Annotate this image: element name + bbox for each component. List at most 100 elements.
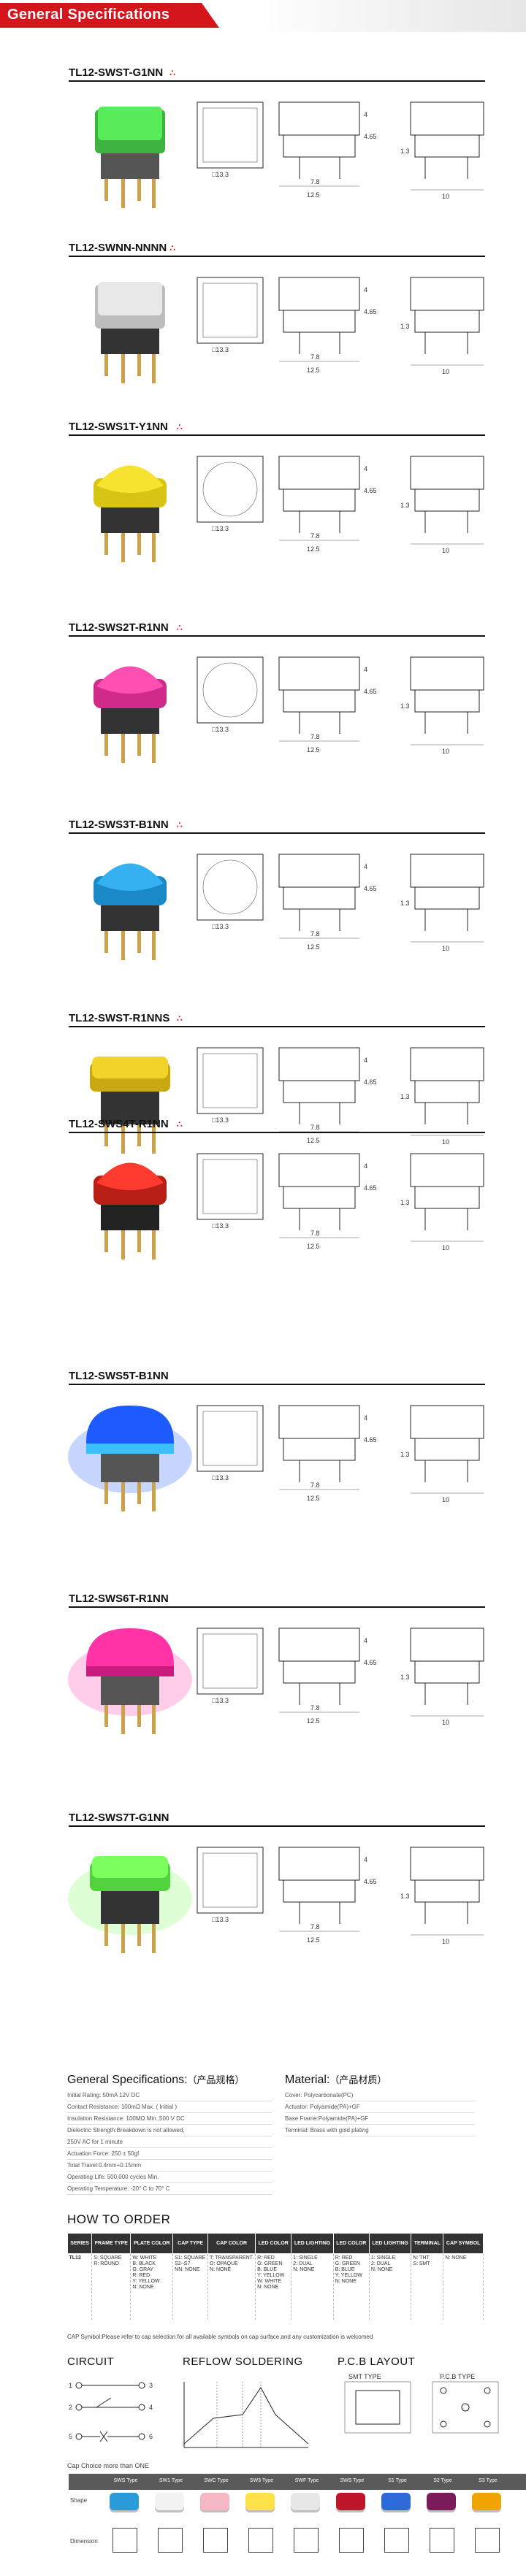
model-name: TL12-SWS5T-B1NN bbox=[69, 1370, 169, 1382]
svg-text:10: 10 bbox=[442, 547, 449, 554]
order-option: T: TRANSPARENT bbox=[210, 2255, 253, 2261]
order-header: LED COLOR bbox=[255, 2233, 292, 2254]
svg-text:4.65: 4.65 bbox=[364, 1078, 377, 1086]
svg-text:12.5: 12.5 bbox=[307, 1243, 320, 1250]
switch-photo bbox=[68, 1628, 192, 1734]
order-option: W: WHITE bbox=[132, 2255, 157, 2261]
svg-text:□13.3: □13.3 bbox=[212, 1474, 229, 1481]
page-title: General Specifications bbox=[7, 7, 170, 23]
svg-text:4: 4 bbox=[364, 863, 367, 870]
material-list: Cover: Polycarbonate(PC)Actuator: Polyam… bbox=[285, 2090, 475, 2136]
svg-text:10: 10 bbox=[442, 193, 449, 200]
dimension-drawing-4: □13.3 7.8 12.5 4.65 4 10 1.3 bbox=[197, 650, 504, 789]
svg-text:1.3: 1.3 bbox=[400, 502, 410, 509]
cap-thumbnail bbox=[245, 2493, 275, 2510]
switch-photo bbox=[94, 1162, 167, 1260]
spec-item: Total Travel:0.4mm+0.15mm bbox=[67, 2160, 272, 2171]
order-option: 2: DUAL bbox=[370, 2261, 391, 2266]
order-header: PLATE COLOR bbox=[130, 2233, 174, 2254]
svg-text:12.5: 12.5 bbox=[307, 943, 320, 951]
switch-photo-4 bbox=[64, 650, 196, 778]
order-option: Y: YELLOW bbox=[132, 2279, 160, 2284]
top-view: □13.3 bbox=[197, 1405, 264, 1481]
order-option: B: BLUE bbox=[335, 2267, 355, 2272]
cap-dimension-row-label: Dimension bbox=[70, 2538, 98, 2545]
svg-text:10: 10 bbox=[442, 1138, 449, 1146]
product-title-10: TL12-SWS7T-G1NN bbox=[69, 1811, 485, 1827]
svg-text:4: 4 bbox=[364, 465, 367, 472]
model-name: TL12-SWNN-NNNN bbox=[69, 242, 167, 254]
svg-text:7.8: 7.8 bbox=[310, 930, 320, 938]
cap-type-label: SWS Type bbox=[340, 2478, 365, 2483]
cap-choice-title: Cap Choice more than ONE bbox=[67, 2462, 150, 2469]
svg-text:6: 6 bbox=[149, 2433, 153, 2440]
svg-text:1.3: 1.3 bbox=[400, 323, 410, 330]
cap-outline-drawing bbox=[475, 2528, 500, 2553]
svg-text:□13.3: □13.3 bbox=[212, 171, 229, 178]
order-option: Y: YELLOW bbox=[257, 2273, 285, 2278]
cap-thumbnail bbox=[336, 2493, 365, 2510]
model-name: TL12-SWS2T-R1NN bbox=[69, 621, 169, 634]
dimension-drawing-5: □13.3 7.8 12.5 4.65 4 10 1.3 bbox=[197, 847, 504, 986]
model-marker: ∴ bbox=[177, 623, 183, 633]
side-view: 10 1.3 bbox=[400, 1153, 484, 1251]
order-option: N: NONE bbox=[370, 2267, 393, 2272]
cap-outline-drawing bbox=[384, 2528, 409, 2553]
cap-outline-drawing bbox=[113, 2528, 137, 2553]
svg-text:3: 3 bbox=[149, 2382, 153, 2389]
side-view: 10 1.3 bbox=[400, 456, 484, 554]
header-banner: General Specifications bbox=[0, 0, 526, 32]
order-header: CAP SYMBOL bbox=[443, 2233, 484, 2254]
cap-type-label: SW1 Type bbox=[159, 2478, 183, 2483]
cap-outline-drawing bbox=[430, 2528, 454, 2553]
switch-photo-7 bbox=[64, 1146, 196, 1274]
order-option: 2: DUAL bbox=[293, 2261, 313, 2266]
order-option: N: NONE bbox=[132, 2285, 154, 2290]
svg-text:4.65: 4.65 bbox=[364, 885, 377, 892]
side-view: 10 1.3 bbox=[400, 1847, 484, 1945]
front-view: 7.8 12.5 4.65 4 bbox=[278, 101, 377, 199]
series-cell: TL12 bbox=[67, 2253, 93, 2320]
front-view: 7.8 12.5 4.65 4 bbox=[278, 456, 377, 553]
spec-item: Insulation Resistance: 100MΩ Min.,500 V … bbox=[67, 2113, 272, 2125]
svg-text:4.65: 4.65 bbox=[364, 1878, 377, 1885]
switch-photo bbox=[95, 282, 165, 383]
model-name: TL12-SWS3T-B1NN bbox=[69, 819, 169, 831]
spec-item: Terminal: Brass with gold plating bbox=[285, 2125, 475, 2136]
cap-type-label: S2 Type bbox=[433, 2478, 452, 2483]
svg-text:□13.3: □13.3 bbox=[212, 1697, 229, 1704]
svg-text:12.5: 12.5 bbox=[307, 1936, 320, 1944]
model-name: TL12-SWS4T-R1NN bbox=[69, 1118, 169, 1130]
dimension-drawings: □13.3 7.8 12.5 4.65 4 10 1.3 bbox=[197, 101, 484, 200]
svg-text:12.5: 12.5 bbox=[307, 191, 320, 199]
product-title-1: TL12-SWST-G1NN∴ bbox=[69, 66, 485, 82]
svg-text:4: 4 bbox=[364, 1162, 367, 1170]
order-option: R: RED bbox=[335, 2255, 353, 2261]
cap-outline-drawing bbox=[203, 2528, 228, 2553]
switch-photo bbox=[68, 1406, 192, 1511]
pcb-layout-heading: P.C.B LAYOUT bbox=[338, 2355, 416, 2368]
model-marker: ∴ bbox=[177, 422, 183, 432]
svg-text:□13.3: □13.3 bbox=[212, 346, 229, 353]
svg-text:1.3: 1.3 bbox=[400, 147, 410, 155]
svg-text:7.8: 7.8 bbox=[310, 178, 320, 185]
cap-outline-drawing bbox=[339, 2528, 364, 2553]
dimension-drawings: □13.3 7.8 12.5 4.65 4 10 1.3 bbox=[197, 277, 484, 375]
product-title-2: TL12-SWNN-NNNN∴ bbox=[69, 241, 485, 257]
order-option: R: ROUND bbox=[94, 2261, 119, 2266]
spec-item: Contact Resistance: 100mΩ Max. ( Initial… bbox=[67, 2101, 272, 2113]
svg-text:1.3: 1.3 bbox=[400, 1093, 410, 1100]
front-view: 7.8 12.5 4.65 4 bbox=[278, 1047, 377, 1144]
cap-thumbnail bbox=[381, 2493, 411, 2510]
order-option: R: RED bbox=[132, 2273, 150, 2278]
svg-text:1.3: 1.3 bbox=[400, 1199, 410, 1206]
cap-outline-drawing bbox=[158, 2528, 183, 2553]
order-option: G: GREEN bbox=[257, 2261, 283, 2266]
svg-text:12.5: 12.5 bbox=[307, 1137, 320, 1144]
svg-text:5: 5 bbox=[69, 2433, 72, 2440]
cap-thumbnail bbox=[155, 2493, 184, 2510]
svg-text:4.65: 4.65 bbox=[364, 133, 377, 140]
switch-photo-1 bbox=[64, 95, 196, 223]
